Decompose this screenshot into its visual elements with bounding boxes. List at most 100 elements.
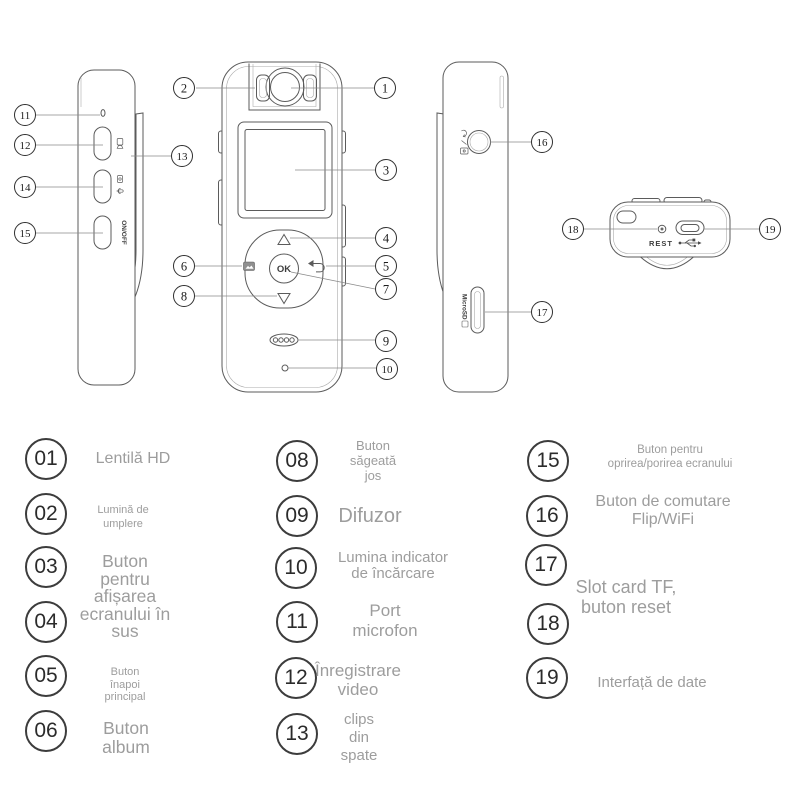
legend-num-15: 15 [527, 440, 569, 482]
camera-icon [117, 175, 123, 183]
body-inner-outline [226, 66, 338, 388]
leader-lines [36, 87, 759, 369]
callout-5: 5 [383, 259, 389, 273]
power-button [93, 215, 112, 250]
callout-2: 2 [181, 81, 187, 95]
power-button-label: ON/OFF [120, 220, 127, 245]
callout-4: 4 [383, 231, 390, 245]
legend-num-19: 19 [526, 657, 568, 699]
up-arrow-icon [277, 233, 291, 245]
callout-12: 12 [20, 140, 31, 152]
callout-10: 10 [382, 364, 394, 376]
legend-label-10: Lumina indicator de încărcare [337, 549, 449, 582]
left-side-view: ON/OFF [77, 69, 144, 386]
legend-num-01: 01 [25, 438, 67, 480]
ok-button-label: OK [277, 264, 291, 275]
reset-hole-center [660, 227, 664, 231]
callout-13: 13 [177, 151, 189, 163]
legend-num-09: 09 [276, 495, 318, 537]
reset-label: REST [649, 239, 673, 248]
speaker-dot [289, 337, 295, 343]
legend-num-10: 10 [275, 547, 317, 589]
callout-17: 17 [537, 307, 549, 319]
usb-port-outer [675, 220, 705, 235]
gallery-icon [243, 261, 255, 271]
legend-label-06: Buton album [102, 718, 150, 757]
front-view: OK [218, 61, 346, 393]
usb-icon [678, 238, 702, 248]
microsd-slot-inner [474, 291, 481, 329]
legend-num-18: 18 [527, 603, 569, 645]
legend-label-08: Buton săgeată jos [349, 438, 397, 483]
speaker-dot [272, 337, 279, 343]
speaker-dot [278, 337, 284, 343]
microsd-label: MicroSD [461, 294, 468, 320]
top-left-pill [616, 210, 637, 224]
legend-num-08: 08 [276, 440, 318, 482]
legend-label-13: clips din spate [340, 711, 378, 764]
legend-label-19: Interfață de date [597, 674, 707, 691]
callout-16: 16 [537, 137, 549, 149]
callout-1: 1 [382, 81, 388, 95]
sd-card-icon [461, 320, 469, 328]
legend-label-12: Înregistrare video [315, 661, 401, 699]
legend-num-11: 11 [276, 601, 318, 643]
photo-mic-button [93, 169, 112, 204]
device-body-left-view [77, 69, 136, 386]
legend-num-17: 17 [525, 544, 567, 586]
legend-num-16: 16 [526, 495, 568, 537]
ok-button [269, 253, 299, 284]
mic-port-hole [100, 109, 106, 117]
video-record-icon [116, 138, 124, 149]
flip-wifi-button-inner [469, 132, 489, 152]
microsd-label-group: MicroSD [461, 294, 469, 328]
legend-label-15: Buton pentru oprirea/porirea ecranului [607, 444, 733, 470]
fill-light-left-inner [259, 78, 267, 98]
lens-barrel-outer [639, 256, 695, 270]
legend-num-05: 05 [25, 655, 67, 697]
callout-bubbles: 1 2 3 4 5 6 7 8 9 10 11 12 13 14 15 16 1… [14, 77, 781, 380]
wifi-screen-icon [460, 147, 469, 155]
mic-icon [116, 188, 124, 194]
callout-11: 11 [20, 110, 31, 122]
callout-3: 3 [383, 163, 389, 177]
legend-label-16: Buton de comutare Flip/WiFi [595, 493, 731, 528]
right-side-view: MicroSD [436, 61, 509, 393]
callout-7: 7 [383, 282, 389, 296]
top-view: REST [609, 197, 731, 270]
reset-hole [657, 224, 667, 234]
callout-19: 19 [765, 224, 777, 236]
device-diagram: ON/OFF [14, 61, 781, 393]
lens-barrel-inner [645, 256, 689, 266]
legend-label-11: Port microfon [352, 601, 418, 640]
callout-15: 15 [20, 228, 32, 240]
usb-port-inner [680, 224, 700, 232]
lens-inner [270, 72, 300, 102]
device-body-top-view [609, 201, 731, 258]
legend-num-03: 03 [25, 546, 67, 588]
legend-label-01: Lentilă HD [95, 450, 171, 467]
record-button [93, 126, 112, 161]
slash-divider [461, 140, 467, 145]
legend-label-02: Lumină de umplere [97, 504, 149, 530]
top-body-inner-outline [613, 205, 727, 254]
edge-detail [499, 75, 504, 109]
legend-label-05: Buton înapoi principal [104, 666, 146, 703]
legend-num-02: 02 [25, 493, 67, 535]
legend-num-04: 04 [25, 601, 67, 643]
camera-head [248, 63, 321, 111]
callout-6: 6 [181, 259, 187, 273]
device-body-right-view [442, 61, 509, 393]
callout-9: 9 [383, 334, 389, 348]
return-icon [308, 260, 325, 273]
flip-icon [461, 129, 467, 138]
fill-light-left [256, 74, 270, 102]
speaker-dot [283, 337, 290, 343]
device-body-front-view [221, 61, 343, 393]
legend-label-17-18: Slot card TF, buton reset [575, 577, 677, 617]
microsd-slot [470, 286, 485, 334]
callout-8: 8 [181, 289, 187, 303]
callout-18: 18 [568, 224, 580, 236]
legend-label-09: Difuzor [338, 505, 402, 527]
